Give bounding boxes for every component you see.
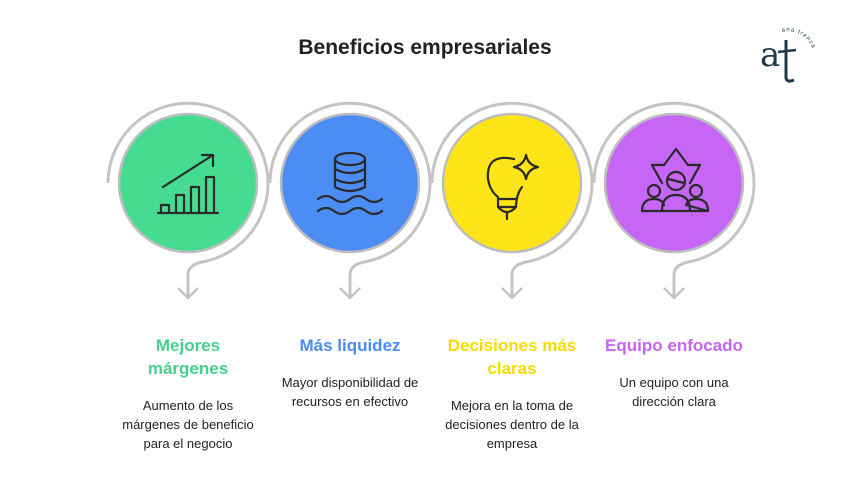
connector-arc <box>106 101 270 298</box>
step-heading: Más liquidez <box>299 336 401 355</box>
brand-logo: a ana trenza <box>752 27 822 88</box>
step-1-text: Mejores márgenes Aumento de los márgenes… <box>118 334 258 453</box>
arrow-down-icon <box>177 287 199 300</box>
page-title: Beneficios empresariales <box>298 36 552 59</box>
connector-arc <box>430 101 594 298</box>
step-1-graphic <box>106 101 270 300</box>
step-description: Mayor disponibilidad de recursos en efec… <box>281 375 419 409</box>
database-water-icon <box>316 151 384 216</box>
growth-chart-icon <box>156 153 220 215</box>
step-4-text: Equipo enfocado Un equipo con una direcc… <box>604 334 744 411</box>
step-2-graphic <box>268 101 432 300</box>
step-circle <box>117 112 259 254</box>
step-heading: Equipo enfocado <box>605 336 743 355</box>
step-description: Mejora en la toma de decisiones dentro d… <box>445 398 579 451</box>
step-description: Un equipo con una dirección clara <box>619 375 729 409</box>
step-circle <box>441 112 583 254</box>
connector-arc <box>592 101 756 298</box>
step-heading: Mejores márgenes <box>147 336 229 378</box>
svg-text:a: a <box>760 35 780 75</box>
connector-arc <box>268 101 432 298</box>
step-description: Aumento de los márgenes de beneficio par… <box>122 398 254 451</box>
step-4-graphic <box>592 101 756 300</box>
arrow-down-icon <box>501 287 523 300</box>
team-up-arrow-icon <box>640 147 710 213</box>
step-circle <box>603 112 745 254</box>
arrow-down-icon <box>339 287 361 300</box>
step-3-graphic <box>430 101 594 300</box>
step-3-text: Decisiones más claras Mejora en la toma … <box>442 334 582 453</box>
step-heading: Decisiones más claras <box>447 336 577 378</box>
lightbulb-sparkle-icon <box>486 153 540 221</box>
step-2-text: Más liquidez Mayor disponibilidad de rec… <box>280 334 420 411</box>
arrow-down-icon <box>663 287 685 300</box>
